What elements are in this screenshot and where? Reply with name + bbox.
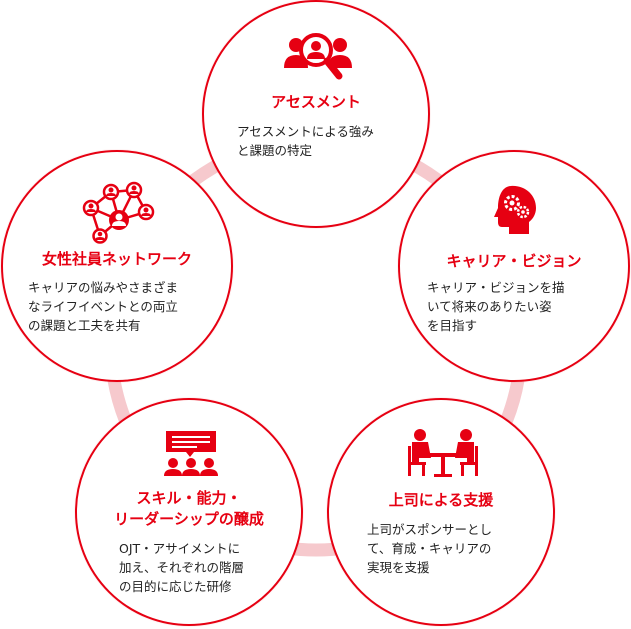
node-description: キャリア・ビジョンを描 いて将来のありたい姿 を目指す <box>427 280 565 333</box>
meeting-table-icon <box>408 429 478 477</box>
node-description: 上司がスポンサーとし て、育成・キャリアの 実現を支援 <box>367 522 493 575</box>
node-title: 上司による支援 <box>388 491 494 509</box>
network-people-icon <box>82 181 155 244</box>
head-gears-icon <box>494 185 536 234</box>
node-title: 女性社員ネットワーク <box>41 250 192 268</box>
node-description: アセスメントによる強み と課題の特定 <box>237 124 374 158</box>
presentation-audience-icon <box>164 431 218 476</box>
node-assessment: アセスメント アセスメントによる強み と課題の特定 <box>202 0 430 228</box>
node-skills-training: スキル・能力・ リーダーシップの醸成 OJT・アサイメントに 加え、それぞれの階… <box>75 398 303 626</box>
node-title: キャリア・ビジョン <box>446 252 582 270</box>
node-description: OJT・アサイメントに 加え、それぞれの階層 の目的に応じた研修 <box>119 541 245 594</box>
assessment-search-people-icon <box>284 33 352 80</box>
node-boss-support: 上司による支援 上司がスポンサーとし て、育成・キャリアの 実現を支援 <box>327 398 555 626</box>
node-women-network: 女性社員ネットワーク キャリアの悩みやさまざま なライフイベントとの両立 の課題… <box>1 150 233 382</box>
node-title: スキル・能力・ リーダーシップの醸成 <box>114 489 264 528</box>
node-career-vision: キャリア・ビジョン キャリア・ビジョンを描 いて将来のありたい姿 を目指す <box>398 150 630 382</box>
node-title: アセスメント <box>271 93 361 111</box>
node-description: キャリアの悩みやさまざま なライフイベントとの両立 の課題と工夫を共有 <box>28 280 179 333</box>
